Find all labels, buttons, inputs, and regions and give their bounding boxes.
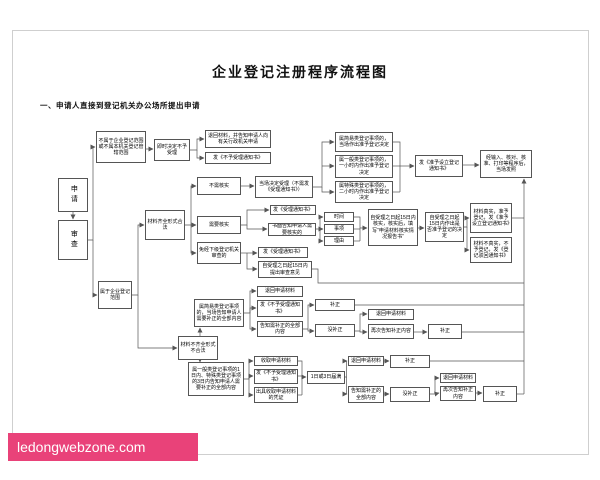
flow-node-accept-notice-1: 发《受理通知书》 xyxy=(270,205,316,215)
flow-node-collect-mat: 收取申请材料 xyxy=(254,356,298,366)
flow-node-correct-2: 补正 xyxy=(428,324,462,339)
flow-node-immediate-reject: 即时决定不予受理 xyxy=(154,139,190,161)
flow-node-approve-notice: 发《准予设立登记通知书》 xyxy=(415,155,463,177)
flow-edge xyxy=(244,288,257,314)
flow-node-reject-notice-3: 发《不予受理通知书》 xyxy=(254,369,298,384)
flow-node-materials-ok: 材料齐全形式合法 xyxy=(145,210,185,240)
flow-node-return-mat-3: 退回申请材料 xyxy=(348,356,384,366)
flow-node-review-opinion: 自受理之日起15日内提出审查意见 xyxy=(258,261,312,278)
flow-edge xyxy=(464,215,470,228)
flow-node-accept-notice-2: 发《受理通知书》 xyxy=(258,247,308,258)
flow-edge xyxy=(307,328,315,334)
flow-node-verify-15: 自受理之日起15日内核实，核实后，填写“申请材料核实情况报告书” xyxy=(368,209,418,246)
flow-node-cat-simple: 属简易类登记事项的，当场作出准予登记决定 xyxy=(335,132,393,152)
flow-node-review: 审查 xyxy=(58,220,88,260)
flow-node-decide-15: 自受理之日起15日内作出是否准予登记的决定 xyxy=(425,212,464,242)
flow-edge xyxy=(88,144,96,241)
flow-edge xyxy=(355,311,368,332)
flow-node-verify-time: 时间 xyxy=(324,212,354,222)
watermark-badge: ledongwebzone.com xyxy=(8,433,198,461)
flow-node-return-mat-2: 退回申请材料 xyxy=(368,309,414,320)
flow-node-cat-special: 属特殊类登记事项的，二小时内作出准予登记决定 xyxy=(335,181,393,203)
flow-edge xyxy=(313,139,335,188)
flow-node-not-genuine: 材料不真实，不予登记，发《登记驳回通知书》 xyxy=(470,237,512,263)
flow-node-not-in-scope: 不属于企业登记范围或不属本机关登记管辖范围 xyxy=(96,131,146,163)
flow-edge xyxy=(430,375,440,395)
page-title: 企业登记注册程序流程图 xyxy=(212,65,388,81)
flow-edge xyxy=(246,253,258,272)
flow-node-accept-on-site: 当场决定受理（不需发《受理通知书》） xyxy=(255,176,313,198)
flow-edge xyxy=(190,225,197,256)
flow-node-correct-3: 补正 xyxy=(390,355,430,368)
flow-node-correct-4: 补正 xyxy=(483,386,517,402)
flow-node-exempt-lower: 免经下级登记机关审查的 xyxy=(197,242,241,264)
flow-edge xyxy=(190,136,205,151)
flow-edge xyxy=(244,358,254,380)
flow-node-inform-all-2: 告知需补正的全部内容 xyxy=(348,386,384,403)
flow-node-reject-notice-2: 发《不予受理通知书》 xyxy=(257,300,303,317)
flow-edge xyxy=(249,305,257,313)
flow-node-verify-reason: 理由 xyxy=(324,236,354,246)
flow-node-return-mat-4: 退回申请材料 xyxy=(440,373,476,383)
flow-node-issue-license: 经输入、核对、核准、打印等程序后，当场发照 xyxy=(480,150,532,178)
flow-edge xyxy=(342,358,348,378)
flow-edge xyxy=(92,240,98,298)
flow-edge xyxy=(185,183,197,226)
flow-edge xyxy=(321,187,335,195)
flow-node-expire: 1日或3日届满 xyxy=(307,371,345,384)
flow-edge xyxy=(354,216,361,241)
flow-node-correct-1: 补正 xyxy=(315,299,355,311)
flow-node-inform-verify: 书面告知申请人需要核实的 xyxy=(268,223,316,236)
flow-edge xyxy=(434,391,440,397)
flow-edge xyxy=(248,379,254,398)
flow-edge xyxy=(132,222,145,296)
flow-node-materials-bad: 材料不齐全形式不合法 xyxy=(178,336,218,360)
flow-node-need-verify: 需要核实 xyxy=(197,216,241,234)
flow-node-simple-correct: 属简易类登记事项的，当场告知申请人需要补正的全部内容 xyxy=(194,299,244,327)
flow-edge xyxy=(303,302,315,330)
flow-edge xyxy=(312,268,524,284)
flow-edge xyxy=(196,150,205,161)
flow-node-general-correct: 属一般类登记事项的1日内、特殊类登记事项的3日内告知申请人需要补正的全部内容 xyxy=(188,362,244,396)
flow-node-inform-again-1: 再次告知补正内容 xyxy=(368,324,414,339)
flow-node-receipt: 出具收取申请材料的凭证 xyxy=(254,387,298,403)
flow-node-cat-general: 属一般类登记事项的，一小时内作出准予登记决定 xyxy=(335,155,393,178)
flow-node-return-mat-1: 退回申请材料 xyxy=(257,286,303,297)
flow-edge xyxy=(359,329,368,335)
flow-edge xyxy=(342,377,348,397)
flow-node-no-correct-1: 没补正 xyxy=(315,324,355,337)
flow-edge xyxy=(137,295,178,351)
flow-edge xyxy=(246,225,268,232)
flow-node-no-verify: 不需核实 xyxy=(197,177,241,195)
flow-node-apply: 申请 xyxy=(58,178,88,212)
section-heading: 一、申请人直接到登记机关办公场所提出申请 xyxy=(40,101,200,110)
flow-edge xyxy=(393,141,401,192)
flow-node-inform-all-1: 告知需补正的全部内容 xyxy=(257,321,303,337)
flow-node-return-inform: 退回材料，并告知申请人向有关行政机关申请 xyxy=(205,130,271,148)
flow-node-in-scope: 属于企业登记范围 xyxy=(98,281,132,309)
flow-node-inform-again-2: 再次告知补正内容 xyxy=(440,386,476,401)
flow-edge xyxy=(298,360,303,395)
flow-node-reject-notice-1: 发《不予受理通知书》 xyxy=(205,152,271,164)
flow-node-no-correct-2: 没补正 xyxy=(390,387,430,402)
flow-node-verify-item: 事项 xyxy=(324,224,354,234)
flow-edge xyxy=(248,373,254,379)
flow-edge xyxy=(316,214,324,230)
flow-edge xyxy=(464,227,470,253)
flow-node-genuine: 材料真实，准予登记，发《准予设立登记通知书》 xyxy=(470,203,512,233)
flow-edge xyxy=(318,229,324,244)
flow-edge xyxy=(249,313,257,332)
flow-edge xyxy=(241,207,270,226)
